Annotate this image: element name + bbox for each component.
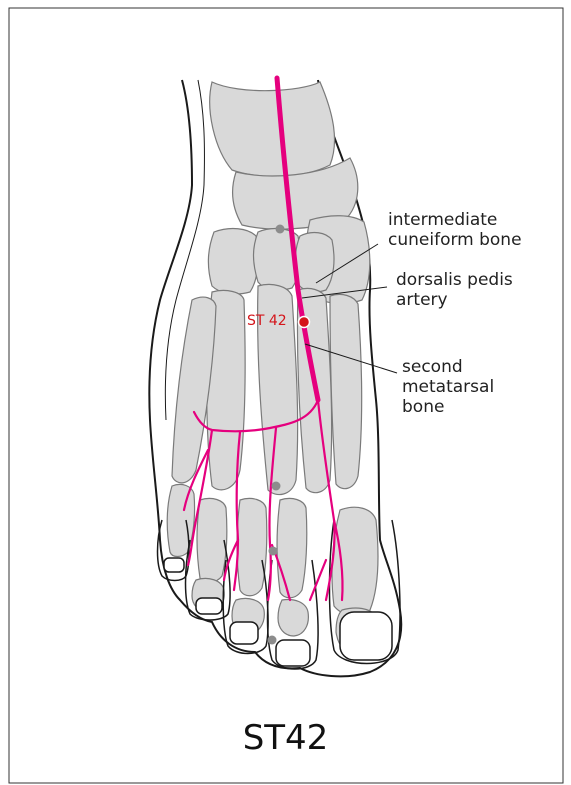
label-dorsalis-pedis: dorsalis pedis artery — [396, 270, 513, 310]
label-intermediate-cuneiform: intermediate cuneiform bone — [388, 210, 522, 250]
grey-point-2 — [272, 482, 281, 491]
phalanx-3 — [237, 498, 267, 595]
label-second-metatarsal: second metatarsal bone — [402, 357, 494, 417]
toenail-5 — [164, 558, 184, 572]
lateral-cuneiform — [295, 233, 334, 292]
toenail-3 — [230, 622, 258, 644]
grey-point-4 — [268, 636, 277, 645]
label-cuneiform-line2: cuneiform bone — [388, 230, 522, 250]
toenail-big — [340, 612, 392, 660]
label-artery-line2: artery — [396, 290, 513, 310]
grey-point-1 — [276, 225, 285, 234]
label-artery-line1: dorsalis pedis — [396, 270, 513, 290]
st42-point-label: ST 42 — [247, 313, 287, 329]
phalanx-4 — [197, 498, 227, 582]
caption-title: ST42 — [0, 718, 571, 758]
label-metatarsal-line1: second — [402, 357, 494, 377]
label-cuneiform-line1: intermediate — [388, 210, 522, 230]
grey-point-3 — [269, 547, 278, 556]
st42-point[interactable] — [299, 317, 310, 328]
medial-cuneiform — [208, 229, 258, 294]
phalanx-5 — [167, 484, 194, 556]
talus-bone — [210, 82, 335, 176]
phalanx-2-distal — [278, 600, 308, 637]
metatarsal-4 — [330, 294, 362, 488]
label-metatarsal-line2: metatarsal — [402, 377, 494, 397]
toenail-2 — [276, 640, 310, 666]
toenail-4 — [196, 598, 222, 614]
phalanx-2 — [277, 498, 307, 597]
phalanx-big-toe — [332, 507, 378, 615]
label-metatarsal-line3: bone — [402, 397, 494, 417]
